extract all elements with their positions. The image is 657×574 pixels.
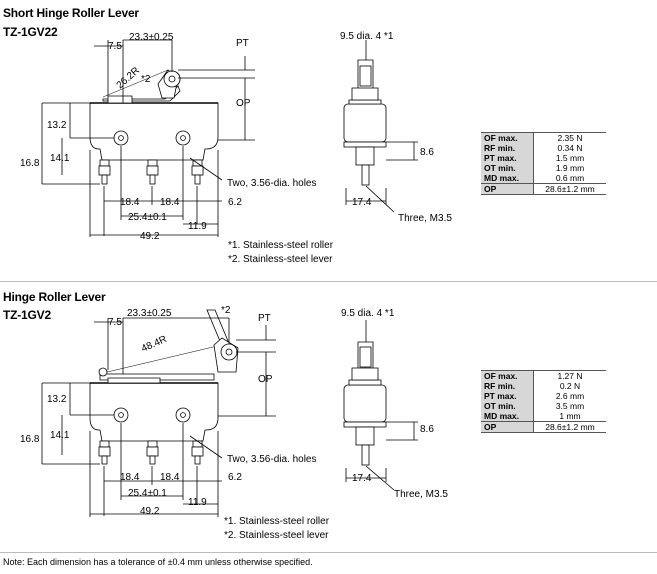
spec-value: 1.27 N bbox=[557, 371, 583, 381]
dim-pt: PT bbox=[258, 313, 271, 324]
dim-16-8: 16.8 bbox=[20, 434, 40, 445]
dim-radius: 48.4R bbox=[140, 334, 169, 355]
mounting-hole-right bbox=[175, 130, 191, 146]
terminal-mid bbox=[147, 159, 158, 167]
dim-17-4: 17.4 bbox=[352, 197, 372, 208]
spec-key: PT max. bbox=[481, 391, 534, 401]
dim-pt: PT bbox=[236, 38, 249, 49]
switch-body-side bbox=[343, 384, 387, 423]
holes-label: Two, 3.56-dia. holes bbox=[227, 178, 317, 189]
dim-11-9: 11.9 bbox=[188, 497, 207, 508]
dim-23-3: 23.3±0.25 bbox=[129, 32, 174, 43]
dim-op: OP bbox=[258, 374, 273, 385]
spec-key: RF min. bbox=[481, 143, 534, 153]
dim-23-3: 23.3±0.25 bbox=[127, 308, 172, 319]
dim-radius: 26.2R bbox=[115, 65, 142, 91]
dim-7-5: 7.5 bbox=[108, 41, 122, 52]
holes-label: Two, 3.56-dia. holes bbox=[227, 454, 317, 465]
switch-body-front bbox=[89, 382, 219, 442]
spec-value: 1.9 mm bbox=[555, 163, 585, 173]
dim-7-5: 7.5 bbox=[108, 317, 122, 328]
spec-value: 28.6±1.2 mm bbox=[533, 421, 606, 433]
spec-value: 28.6±1.2 mm bbox=[533, 183, 606, 195]
dim-25-4: 25.4±0.1 bbox=[128, 488, 167, 499]
footnote-1: *1. Stainless-steel roller bbox=[224, 516, 330, 527]
dim-18-4-left: 18.4 bbox=[120, 472, 140, 483]
section-2-model: TZ-1GV2 bbox=[3, 308, 51, 322]
dim-25-4: 25.4±0.1 bbox=[128, 212, 167, 223]
dim-14-1: 14.1 bbox=[50, 153, 70, 164]
section-2-title: Hinge Roller Lever bbox=[3, 290, 106, 304]
spec-key: MD max. bbox=[481, 173, 534, 184]
dim-13-2: 13.2 bbox=[47, 120, 67, 131]
dim-49-2: 49.2 bbox=[140, 506, 160, 517]
roller-diameter-label: 9.5 dia. 4 *1 bbox=[340, 31, 394, 42]
spec-value: 1 mm bbox=[559, 411, 581, 421]
section-1-drawing: 7.5 23.3±0.25 26.2R *2 PT OP 13.2 16.8 1… bbox=[20, 31, 452, 265]
section-1-model: TZ-1GV22 bbox=[3, 25, 58, 39]
dim-op: OP bbox=[236, 98, 251, 109]
spec-table-1: OF max. 2.35 N RF min. 0.34 N PT max. 1.5 m… bbox=[481, 132, 606, 195]
dim-49-2: 49.2 bbox=[140, 231, 160, 242]
dim-6-2: 6.2 bbox=[228, 197, 242, 208]
section-2-drawing: 7.5 23.3±0.25 48.4R *2 PT OP 13.2 16.8 1… bbox=[20, 305, 448, 541]
spec-key: PT max. bbox=[481, 153, 534, 163]
spec-key: OF max. bbox=[481, 132, 534, 143]
spec-table-2: OF max. 1.27 N RF min. 0.2 N PT max. 2.6 mm… bbox=[481, 370, 606, 433]
spec-key: OP bbox=[481, 421, 534, 433]
dim-17-4: 17.4 bbox=[352, 473, 372, 484]
footnote-1: *1. Stainless-steel roller bbox=[228, 240, 334, 251]
spec-key: OF max. bbox=[481, 370, 534, 381]
spec-key: OT min. bbox=[481, 401, 534, 411]
dim-14-1: 14.1 bbox=[50, 430, 70, 441]
note-2-marker: *2 bbox=[141, 74, 151, 85]
spec-key: MD max. bbox=[481, 411, 534, 422]
terminals-label: Three, M3.5 bbox=[398, 213, 452, 224]
terminal-left bbox=[99, 440, 110, 448]
terminal-mid bbox=[147, 440, 158, 448]
spec-key: RF min. bbox=[481, 381, 534, 391]
footer-divider bbox=[0, 552, 657, 553]
roller-diameter-label: 9.5 dia. 4 *1 bbox=[341, 308, 395, 319]
footnote-2: *2. Stainless-steel lever bbox=[228, 254, 333, 265]
dim-6-2: 6.2 bbox=[228, 472, 242, 483]
dim-8-6: 8.6 bbox=[420, 424, 434, 435]
spec-value: 3.5 mm bbox=[555, 401, 585, 411]
spec-value: 0.2 N bbox=[559, 381, 581, 391]
section-divider bbox=[0, 281, 657, 282]
spec-value: 2.6 mm bbox=[555, 391, 585, 401]
spec-key: OT min. bbox=[481, 163, 534, 173]
dim-11-9: 11.9 bbox=[188, 221, 207, 232]
dim-18-4-right: 18.4 bbox=[160, 197, 180, 208]
spec-value: 1.5 mm bbox=[555, 153, 585, 163]
dim-16-8: 16.8 bbox=[20, 158, 40, 169]
spec-value: 0.34 N bbox=[557, 143, 583, 153]
tolerance-note: Note: Each dimension has a tolerance of … bbox=[3, 557, 313, 567]
dim-13-2: 13.2 bbox=[47, 394, 67, 405]
spec-value: 2.35 N bbox=[557, 133, 583, 143]
spec-value: 0.6 mm bbox=[555, 173, 585, 183]
dim-18-4-left: 18.4 bbox=[120, 197, 140, 208]
dim-8-6: 8.6 bbox=[420, 147, 434, 158]
terminal-right bbox=[192, 440, 203, 448]
spec-key: OP bbox=[481, 183, 534, 195]
note-2-marker: *2 bbox=[221, 305, 231, 316]
switch-body-side bbox=[343, 103, 387, 143]
section-1-title: Short Hinge Roller Lever bbox=[3, 6, 139, 20]
terminal-left bbox=[99, 159, 110, 167]
switch-body-front bbox=[89, 102, 219, 161]
dim-18-4-right: 18.4 bbox=[160, 472, 180, 483]
mounting-hole-right bbox=[175, 407, 191, 423]
terminals-label: Three, M3.5 bbox=[394, 489, 448, 500]
footnote-2: *2. Stainless-steel lever bbox=[224, 530, 329, 541]
